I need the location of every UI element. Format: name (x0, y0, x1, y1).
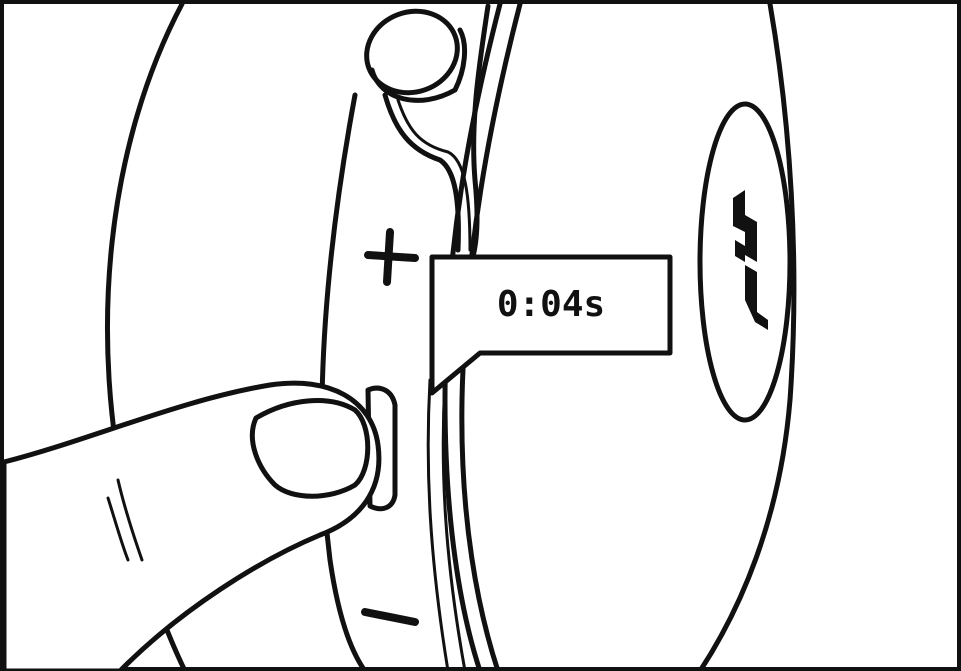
finger-illustration (1, 380, 382, 671)
earcup-band-inner-edge (319, 92, 368, 671)
plus-icon (364, 228, 419, 286)
band-channel-right (469, 3, 491, 263)
brand-logo-icon (733, 190, 768, 330)
knuckle-crease-1 (116, 478, 144, 562)
top-knob-base (369, 27, 467, 103)
fingernail (249, 398, 371, 499)
earcup-right-edge (697, 1, 797, 671)
band-channel-left (382, 92, 461, 253)
band-channel-inner (396, 98, 472, 252)
front-earcup-shell-outer (459, 1, 523, 671)
band-lower-line-1 (426, 378, 450, 671)
band-lower-line-2 (441, 378, 467, 671)
callout-bubble (429, 254, 673, 396)
knuckle-crease-2 (106, 496, 130, 562)
minus-icon (361, 608, 419, 626)
timer-label: 0:04s (497, 284, 605, 325)
top-knob-button (364, 8, 460, 96)
timer-callout: 0:04s (429, 254, 673, 396)
